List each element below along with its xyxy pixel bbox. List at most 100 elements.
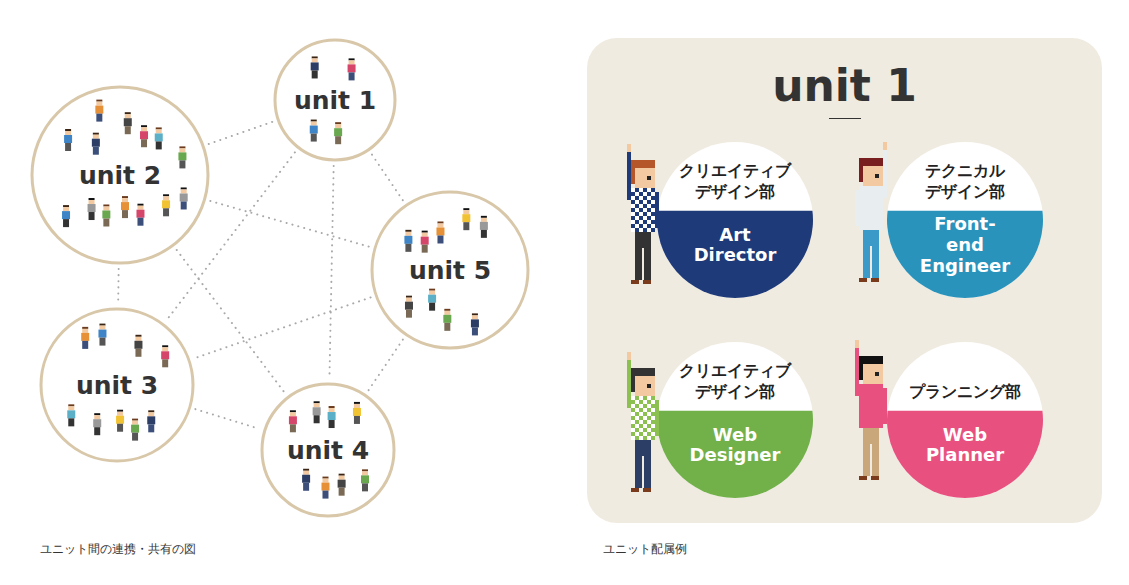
person-head bbox=[339, 476, 345, 480]
person-hair bbox=[429, 289, 435, 291]
shirt-pattern bbox=[863, 214, 867, 218]
person-head bbox=[444, 311, 450, 315]
person-body bbox=[161, 351, 169, 359]
caption: ユニット配属例 bbox=[603, 541, 687, 558]
circle-color-half bbox=[887, 411, 1043, 498]
shirt-pattern bbox=[631, 196, 635, 200]
person-head bbox=[322, 479, 328, 483]
department-name: プランニング部 bbox=[904, 382, 1026, 403]
person-hair bbox=[156, 127, 162, 129]
shirt-pattern bbox=[639, 188, 643, 192]
person-hair bbox=[422, 231, 428, 233]
person-body bbox=[859, 186, 883, 230]
person-body bbox=[162, 200, 170, 208]
person-eye bbox=[647, 176, 651, 180]
shirt-pattern bbox=[639, 212, 643, 216]
person-hand bbox=[627, 144, 631, 152]
person-hair bbox=[89, 198, 95, 200]
person-head bbox=[406, 298, 412, 302]
person-hair bbox=[135, 335, 141, 337]
shirt-pattern bbox=[867, 210, 871, 214]
person-hair-side bbox=[859, 166, 863, 182]
shirt-pattern bbox=[859, 194, 863, 198]
person-body bbox=[310, 126, 318, 134]
person-body bbox=[124, 118, 132, 126]
shirt-pattern bbox=[651, 408, 655, 412]
shirt-pattern bbox=[875, 384, 879, 388]
shirt-pattern bbox=[651, 432, 655, 436]
person-body bbox=[67, 410, 75, 418]
person-body bbox=[334, 128, 342, 136]
person-legs bbox=[311, 134, 317, 142]
caption: ユニット間の連携・共有の図 bbox=[40, 541, 196, 558]
shirt-pattern bbox=[863, 222, 867, 226]
person-head bbox=[65, 131, 71, 135]
person-head bbox=[335, 124, 341, 128]
shirt-pattern bbox=[875, 194, 879, 198]
person-body bbox=[859, 384, 883, 428]
dotted-connector bbox=[195, 297, 371, 358]
role-circle: プランニング部Web Planner bbox=[887, 342, 1043, 498]
shirt-pattern bbox=[643, 224, 647, 228]
circle-border bbox=[275, 40, 395, 160]
dotted-connector bbox=[209, 122, 273, 144]
department-name: テクニカル デザイン部 bbox=[904, 161, 1026, 203]
shirt-pattern bbox=[635, 208, 639, 212]
shirt-pattern bbox=[863, 404, 867, 408]
person-body bbox=[328, 412, 336, 420]
person-head bbox=[472, 315, 478, 319]
person-hair bbox=[362, 469, 368, 471]
shirt-pattern bbox=[635, 216, 639, 220]
shirt-pattern bbox=[639, 204, 643, 208]
person-body bbox=[155, 133, 163, 141]
person-legs bbox=[99, 338, 105, 346]
person-head bbox=[162, 347, 168, 351]
person-hair bbox=[405, 230, 411, 232]
shirt-pattern bbox=[879, 206, 883, 210]
shirt-pattern bbox=[639, 396, 643, 400]
shirt-pattern bbox=[631, 188, 635, 192]
shirt-pattern bbox=[871, 404, 875, 408]
person-head bbox=[329, 408, 335, 412]
person-body bbox=[404, 236, 412, 244]
person-legs bbox=[335, 136, 341, 144]
person-legs bbox=[68, 418, 74, 426]
person-body bbox=[480, 222, 488, 230]
unit-circle: unit 2 bbox=[30, 85, 210, 265]
dotted-connector bbox=[195, 409, 259, 429]
person-body bbox=[121, 202, 129, 210]
circle-color-half bbox=[887, 211, 1043, 298]
shirt-pattern bbox=[875, 210, 879, 214]
person-shoe-l bbox=[859, 278, 867, 282]
unit-name: unit 3 bbox=[73, 371, 161, 400]
person-legs bbox=[65, 143, 71, 151]
unit-name: unit 2 bbox=[76, 161, 164, 190]
shirt-pattern bbox=[643, 200, 647, 204]
person-head bbox=[163, 196, 169, 200]
person-body bbox=[116, 416, 124, 424]
shirt-pattern bbox=[647, 436, 651, 440]
shirt-pattern bbox=[879, 222, 883, 226]
person-legs bbox=[349, 72, 355, 80]
role-circle: クリエイティブ デザイン部Art Director bbox=[657, 142, 813, 298]
person-legs bbox=[354, 416, 360, 424]
shirt-pattern bbox=[867, 186, 871, 190]
person-legs bbox=[156, 141, 162, 149]
dept-area: プランニング部 bbox=[887, 342, 1043, 411]
person-hair bbox=[94, 413, 100, 415]
shirt-pattern bbox=[863, 420, 867, 424]
role-area: Web Designer bbox=[657, 411, 813, 480]
circle-outline bbox=[273, 38, 397, 162]
person-body bbox=[405, 302, 413, 310]
person-hair bbox=[65, 129, 71, 131]
person-body bbox=[361, 475, 369, 483]
shirt-pattern bbox=[647, 196, 651, 200]
shirt-pattern bbox=[875, 392, 879, 396]
person-arm-down bbox=[855, 190, 859, 226]
person-hair bbox=[859, 158, 883, 166]
person-body bbox=[436, 227, 444, 235]
person-body bbox=[321, 483, 329, 491]
shirt-pattern bbox=[859, 202, 863, 206]
person-legs bbox=[125, 126, 131, 134]
shirt-pattern bbox=[867, 408, 871, 412]
